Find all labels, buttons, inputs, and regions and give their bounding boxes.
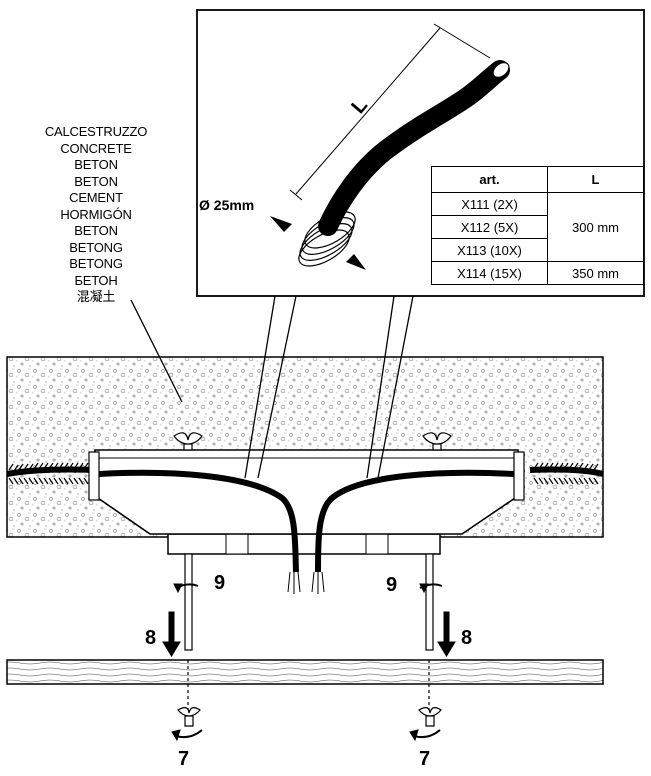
material-label: CALCESTRUZZO [44, 124, 148, 139]
bottom-wing-nuts [177, 707, 442, 727]
step-7-left: 7 [178, 748, 190, 770]
table-header-length: L [547, 166, 644, 193]
slab-cables [6, 462, 604, 485]
diameter-arrows [270, 216, 366, 270]
diameter-label: Ø 25mm [199, 197, 255, 213]
table-cell-length: 350 mm [547, 261, 644, 285]
table-cell-length: 300 mm [547, 192, 644, 262]
step-8-right: 8 [461, 627, 473, 649]
material-label: BETON [74, 173, 118, 189]
table-cell-art: X113 (10X) [431, 238, 548, 262]
detail-leaders [130, 295, 414, 479]
step-7-right: 7 [419, 748, 431, 770]
material-label: CEMENT [69, 190, 123, 205]
table-cell-art: X111 (2X) [431, 192, 548, 216]
table-cell-art: X114 (15X) [431, 261, 548, 285]
material-label: CONCRETE [60, 140, 132, 156]
step-9-right: 9 [386, 574, 398, 596]
material-label: BETONG [69, 256, 123, 271]
mounting-box [88, 432, 525, 555]
wood-board [6, 659, 604, 685]
material-label: HORMIGÓN [60, 206, 132, 222]
spec-table: art. L X111 (2X) 300 mm X112 (5X) X113 (… [431, 166, 644, 285]
length-dimension [289, 23, 491, 201]
threaded-rods [184, 553, 434, 712]
detail-cable [298, 60, 510, 267]
step-9-left: 9 [214, 572, 226, 594]
material-label: BETON [74, 157, 118, 172]
table-cell-art: X112 (5X) [431, 215, 548, 239]
step-8-left: 8 [145, 627, 157, 649]
table-header-art: art. [431, 166, 548, 193]
material-label-stack: CALCESTRUZZO CONCRETE BETON BETON CEMENT… [26, 124, 166, 306]
material-label: BETON [74, 223, 118, 238]
step-arrows [162, 583, 456, 742]
material-label: BETONG [69, 239, 123, 255]
box-cables [98, 469, 515, 594]
material-label: БЕТОН [74, 272, 118, 288]
material-label: 混凝土 [76, 289, 116, 304]
